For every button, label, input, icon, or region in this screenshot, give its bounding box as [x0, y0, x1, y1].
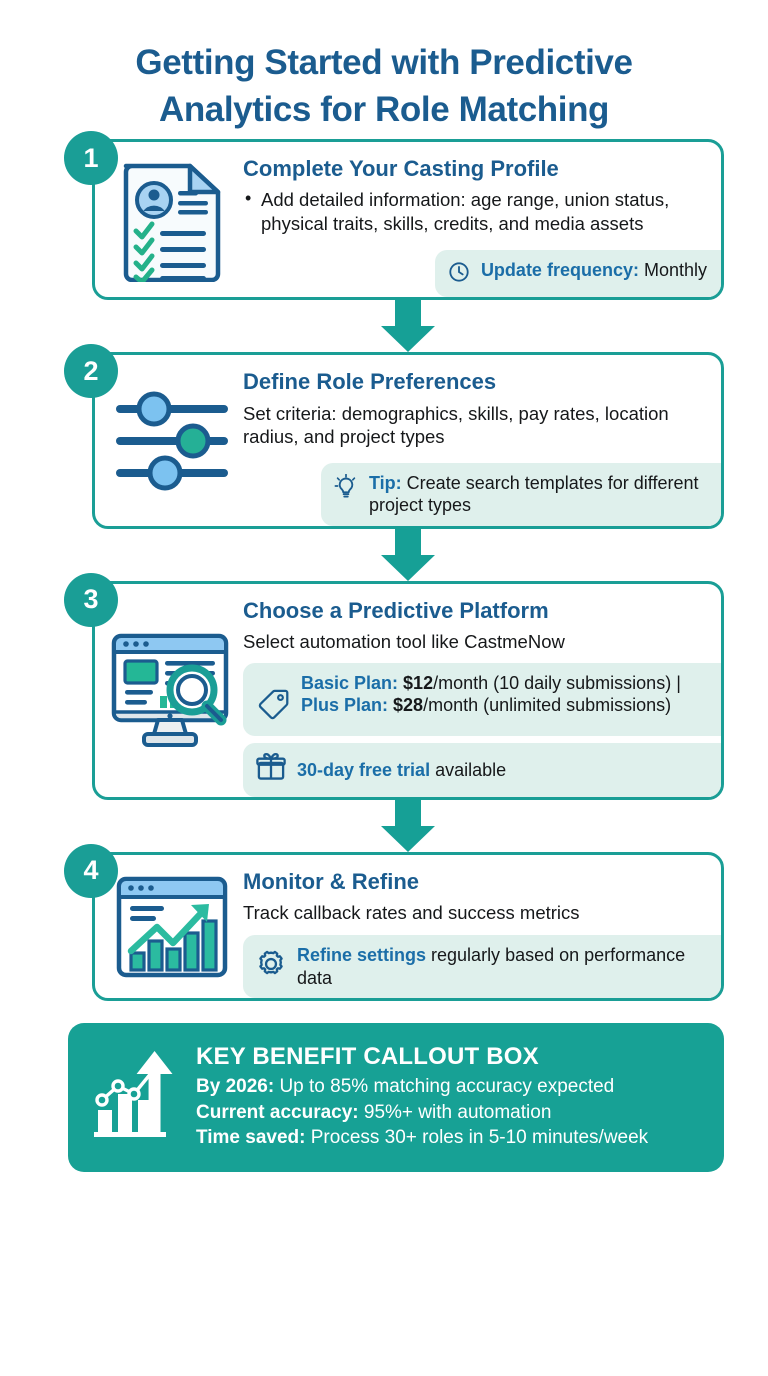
step-2: 2 Define Role Preference: [64, 344, 724, 529]
band-label: Refine settings: [297, 945, 427, 966]
step-3: 3: [64, 572, 724, 800]
key-benefit-callout: KEY BENEFIT CALLOUT BOX By 2026: Up to 8…: [68, 1023, 724, 1173]
step-number-badge: 3: [64, 572, 118, 627]
callout-line: Time saved: Process 30+ roles in 5-10 mi…: [196, 1125, 648, 1150]
step-description: Set criteria: demographics, skills, pay …: [243, 402, 669, 448]
update-frequency-band: Update frequency: Monthly: [434, 249, 721, 298]
plan-plus-price: $28: [388, 695, 424, 716]
band-value: available: [430, 759, 507, 780]
step-bullets: Add detailed information: age range, uni…: [243, 187, 721, 235]
page-title: Getting Started with Predictive Analytic…: [135, 43, 633, 129]
connector-arrow-2: [92, 526, 724, 581]
step-body: Define Role Preferences Set criteria: de…: [243, 355, 721, 526]
band-text: Tip: Create search templates for differe…: [369, 472, 707, 517]
tip-band: Tip: Create search templates for differe…: [321, 462, 721, 526]
callout-body: KEY BENEFIT CALLOUT BOX By 2026: Up to 8…: [196, 1043, 648, 1150]
step-1: 1: [64, 131, 724, 301]
band-text: Basic Plan: $12/month (10 daily submissi…: [301, 672, 707, 717]
plan-basic-detail: /month (10 daily submissions) |: [433, 672, 681, 693]
callout-line-label: By 2026:: [196, 1076, 275, 1098]
callout-line: By 2026: Up to 85% matching accuracy exp…: [196, 1074, 648, 1099]
plan-basic-label: Basic Plan:: [301, 672, 399, 693]
document-profile-checklist-icon: [95, 142, 243, 297]
band-text: Refine settings regularly based on perfo…: [297, 944, 707, 989]
band-value: regularly based on performance data: [297, 945, 686, 988]
step-title: Monitor & Refine: [243, 868, 419, 894]
callout-line-value: 95%+ with automation: [358, 1101, 552, 1123]
step-body: Choose a Predictive Platform Select auto…: [243, 584, 721, 797]
callout-line-label: Time saved:: [196, 1126, 306, 1148]
step-number-badge: 1: [64, 131, 118, 186]
steps-list: 1: [24, 131, 744, 1002]
plan-plus-detail: /month (unlimited submissions): [423, 695, 672, 716]
step-card: Complete Your Casting Profile Add detail…: [92, 139, 724, 301]
price-tag-icon: [256, 672, 290, 728]
step-description: Select automation tool like CastmeNow: [243, 631, 565, 653]
step-body: Monitor & Refine Track callback rates an…: [243, 855, 721, 999]
connector-arrow-3: [92, 797, 724, 852]
lightbulb-icon: [334, 472, 358, 506]
callout-line-label: Current accuracy:: [196, 1101, 359, 1123]
callout-title: KEY BENEFIT CALLOUT BOX: [196, 1043, 539, 1071]
clock-icon: [448, 259, 470, 289]
step-4: 4: [64, 843, 724, 1002]
pricing-band: Basic Plan: $12/month (10 daily submissi…: [243, 662, 721, 737]
bullet-item: Add detailed information: age range, uni…: [243, 187, 703, 235]
band-text: 30-day free trial available: [297, 759, 506, 782]
gear-icon: [256, 944, 286, 985]
callout-line-value: Process 30+ roles in 5-10 minutes/week: [305, 1126, 649, 1148]
refine-band: Refine settings regularly based on perfo…: [243, 935, 721, 999]
callout-line-value: Up to 85% matching accuracy expected: [274, 1076, 615, 1098]
step-number-badge: 4: [64, 843, 118, 898]
band-label: 30-day free trial: [297, 759, 431, 780]
band-label: Update frequency:: [480, 259, 639, 280]
band-label: Tip:: [369, 472, 402, 493]
step-card: Monitor & Refine Track callback rates an…: [92, 851, 724, 1002]
connector-arrow-1: [92, 298, 724, 353]
step-card: Define Role Preferences Set criteria: de…: [92, 352, 724, 529]
step-title: Complete Your Casting Profile: [243, 156, 559, 182]
free-trial-band: 30-day free trial available: [243, 743, 721, 797]
bar-chart-arrow-up-icon: [94, 1048, 180, 1145]
step-body: Complete Your Casting Profile Add detail…: [243, 142, 721, 298]
step-number-badge: 2: [64, 344, 118, 399]
plan-basic-price: $12: [398, 672, 434, 693]
step-title: Choose a Predictive Platform: [243, 597, 549, 623]
sliders-icon: [95, 355, 243, 525]
step-card: Choose a Predictive Platform Select auto…: [92, 580, 724, 800]
plan-plus-label: Plus Plan:: [301, 695, 389, 716]
band-value: Monthly: [638, 259, 707, 280]
step-description: Track callback rates and success metrics: [243, 901, 580, 923]
step-title: Define Role Preferences: [243, 369, 497, 395]
growth-chart-window-icon: [95, 855, 243, 999]
gift-icon: [256, 752, 286, 788]
band-value: Create search templates for different pr…: [369, 472, 699, 516]
monitor-dashboard-search-icon: [95, 584, 243, 797]
callout-line: Current accuracy: 95%+ with automation: [196, 1100, 648, 1125]
band-text: Update frequency: Monthly: [481, 259, 707, 282]
